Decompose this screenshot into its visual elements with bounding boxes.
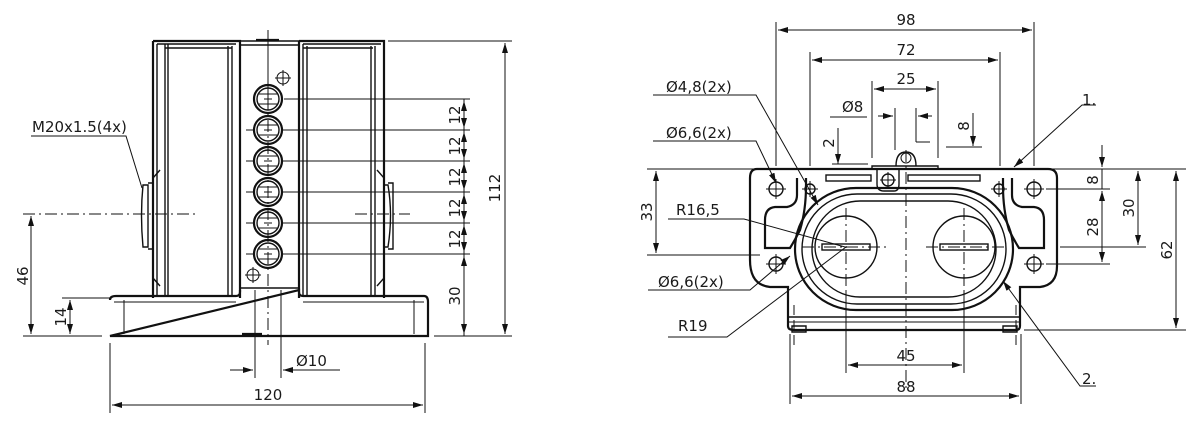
dim-bottom-widths: 45 88 bbox=[789, 292, 1022, 404]
dim-pitch-5: 12 bbox=[446, 229, 464, 248]
dim-pitch-group: 12 12 12 12 12 30 bbox=[446, 99, 467, 336]
dim-pitch-2: 12 bbox=[446, 136, 464, 155]
front-view: 98 72 25 Ø8 2 8 bbox=[638, 11, 1186, 404]
thread-callout: M20x1.5(4x) bbox=[31, 118, 143, 189]
dim-112: 112 bbox=[486, 174, 504, 203]
dim-28: 28 bbox=[1084, 217, 1102, 236]
dim-pitch-3: 12 bbox=[446, 167, 464, 186]
dim-base-to-contact: 30 bbox=[446, 286, 464, 305]
label-thread: M20x1.5(4x) bbox=[32, 118, 127, 136]
dim-left-33: 33 bbox=[638, 168, 760, 256]
dim-62: 62 bbox=[1158, 240, 1176, 259]
dim-88: 88 bbox=[896, 378, 915, 396]
dim-72: 72 bbox=[896, 41, 915, 59]
dim-120: 120 bbox=[254, 386, 283, 404]
cable-port-right bbox=[926, 208, 1005, 292]
dim-8-right: 8 bbox=[1084, 175, 1102, 185]
side-view-base bbox=[108, 288, 430, 338]
label-pin-diameter-8: Ø8 bbox=[842, 98, 863, 116]
dim-pitch-4: 12 bbox=[446, 198, 464, 217]
label-hole-6-6-top: Ø6,6(2x) bbox=[666, 124, 732, 142]
dim-30: 30 bbox=[1120, 198, 1138, 217]
dim-pitch-1: 12 bbox=[446, 105, 464, 124]
dim-2: 2 bbox=[820, 138, 838, 148]
label-callout-2: 2. bbox=[1082, 370, 1096, 388]
dim-25: 25 bbox=[896, 70, 915, 88]
dim-overall-height: 112 bbox=[388, 40, 512, 337]
front-right-callouts: 1. 2. bbox=[1002, 91, 1096, 388]
dim-14: 14 bbox=[52, 307, 70, 326]
dim-33: 33 bbox=[638, 202, 656, 221]
dim-top-widths: 98 72 25 Ø8 2 8 bbox=[775, 11, 1035, 166]
mounting-holes bbox=[766, 179, 1044, 274]
dim-45: 45 bbox=[896, 347, 915, 365]
dim-46: 46 bbox=[14, 266, 32, 285]
dim-right-heights: 8 28 30 62 bbox=[1024, 145, 1186, 331]
label-hole-4-8: Ø4,8(2x) bbox=[666, 78, 732, 96]
front-view-ovals bbox=[793, 186, 1015, 312]
dim-pin-diameter: Ø10 bbox=[230, 290, 340, 378]
label-pin-diameter: Ø10 bbox=[296, 352, 327, 370]
dim-base-width: 120 bbox=[109, 343, 426, 413]
side-view: 12 12 12 12 12 30 112 46 14 M20x1.5(4x) bbox=[14, 30, 512, 413]
label-callout-1: 1. bbox=[1082, 91, 1096, 109]
side-view-left-housing bbox=[140, 39, 242, 298]
dim-98: 98 bbox=[896, 11, 915, 29]
label-hole-6-6-bottom: Ø6,6(2x) bbox=[658, 273, 724, 291]
dim-8-top: 8 bbox=[955, 121, 973, 131]
dim-left-heights: 46 14 bbox=[14, 216, 110, 337]
side-view-right-housing bbox=[297, 39, 394, 298]
front-left-callouts: Ø4,8(2x) Ø6,6(2x) R16,5 Ø6,6(2x) R19 bbox=[648, 78, 847, 338]
label-radius-16-5: R16,5 bbox=[676, 201, 720, 219]
cable-port-left bbox=[802, 208, 890, 292]
label-radius-19: R19 bbox=[678, 317, 708, 335]
